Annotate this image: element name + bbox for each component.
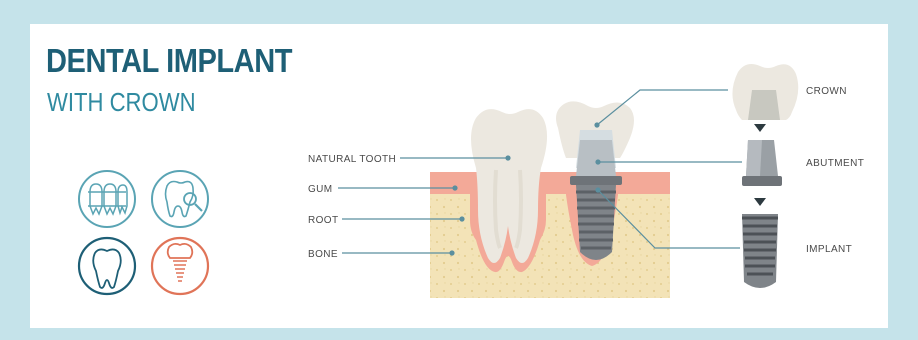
implant-tooth-icon [152, 238, 208, 294]
label-gum: GUM [308, 184, 333, 195]
arrow-down-2 [754, 198, 766, 206]
label-root: ROOT [308, 215, 339, 226]
exploded-parts [732, 64, 798, 288]
molar-tooth-icon [79, 238, 135, 294]
gum [430, 172, 670, 194]
label-abutment: ABUTMENT [806, 158, 864, 169]
jaw-cross-section [430, 172, 670, 298]
arrow-down-1 [754, 124, 766, 132]
label-implant: IMPLANT [806, 244, 852, 255]
label-natural-tooth: NATURAL TOOTH [308, 154, 396, 165]
label-bone: BONE [308, 249, 338, 260]
teeth-row-icon [79, 171, 135, 227]
tooth-magnifier-icon [152, 171, 208, 227]
label-crown: CROWN [806, 86, 847, 97]
